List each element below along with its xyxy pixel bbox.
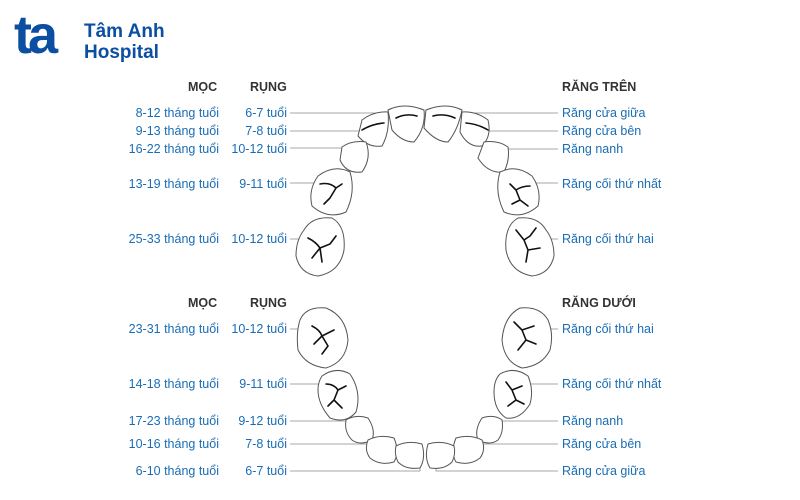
upper-erupt-label: 25-33 tháng tuổi	[128, 232, 219, 246]
upper-shed-label: 10-12 tuổi	[231, 232, 287, 246]
lower-shed-label: 7-8 tuổi	[245, 437, 287, 451]
lower-heading: RĂNG DƯỚI	[562, 296, 636, 310]
upper-second-molar-right	[505, 217, 555, 277]
lower-lateral-incisor-right	[452, 435, 485, 464]
lower-second-molar-left	[296, 307, 349, 369]
logo-name: Tâm Anh	[84, 21, 165, 42]
lower-erupt-label: 6-10 tháng tuổi	[135, 464, 219, 478]
upper-erupt-label: 9-13 tháng tuổi	[135, 124, 219, 138]
lower-canine-right	[476, 415, 503, 444]
lower-shed-label: 6-7 tuổi	[245, 464, 287, 478]
upper-shed-label: 6-7 tuổi	[245, 106, 287, 120]
upper-shed-label: 9-11 tuổi	[239, 177, 287, 191]
upper-shed-label: 7-8 tuổi	[245, 124, 287, 138]
lower-tooth-label: Răng cối thứ nhất	[562, 377, 662, 391]
upper-erupt-label: 8-12 tháng tuổi	[135, 106, 219, 120]
lower-shed-label: 10-12 tuổi	[231, 322, 287, 336]
upper-first-molar-right	[497, 168, 540, 216]
upper-heading: RĂNG TRÊN	[562, 80, 637, 94]
logo-subname: Hospital	[84, 42, 159, 63]
upper-central-incisor-left	[387, 105, 425, 143]
lower-lateral-incisor-left	[365, 435, 398, 464]
lower-second-molar-right	[501, 307, 553, 369]
upper-lateral-incisor-right	[459, 111, 490, 147]
lower-arch	[296, 307, 553, 469]
lower-first-molar-right	[493, 370, 533, 419]
upper-first-molar-left	[310, 168, 353, 216]
upper-canine-right	[477, 141, 509, 173]
upper-central-incisor-right	[423, 105, 463, 143]
upper-tooth-label: Răng cối thứ hai	[562, 232, 654, 246]
upper-tooth-label: Răng cối thứ nhất	[562, 177, 662, 191]
upper-erupt-label: 16-22 tháng tuổi	[128, 142, 219, 156]
upper-erupt-label: 13-19 tháng tuổi	[128, 177, 219, 191]
lower-tooth-label: Răng cửa giữa	[562, 464, 646, 478]
upper-canine-left	[339, 141, 369, 173]
upper-col-shed-header: RỤNG	[250, 80, 287, 94]
upper-tooth-label: Răng cửa giữa	[562, 106, 646, 120]
lower-tooth-label: Răng nanh	[562, 414, 624, 428]
lower-first-molar-left	[317, 370, 359, 421]
upper-arch	[295, 105, 555, 277]
upper-tooth-label: Răng cửa bên	[562, 124, 642, 138]
lower-erupt-label: 23-31 tháng tuổi	[128, 322, 219, 336]
lower-erupt-label: 10-16 tháng tuổi	[128, 437, 219, 451]
hospital-logo: ta Tâm Anh Hospital	[14, 8, 174, 70]
lower-erupt-label: 17-23 tháng tuổi	[128, 414, 219, 428]
lower-tooth-label: Răng cối thứ hai	[562, 322, 654, 336]
lower-central-incisor-right	[425, 441, 456, 469]
logo-mark: ta	[14, 5, 58, 65]
lower-central-incisor-left	[394, 441, 425, 469]
upper-tooth-label: Răng nanh	[562, 142, 624, 156]
lower-col-erupt-header: MỌC	[188, 296, 218, 310]
upper-second-molar-left	[295, 217, 345, 277]
lower-erupt-label: 14-18 tháng tuổi	[128, 377, 219, 391]
lower-shed-label: 9-12 tuổi	[238, 414, 287, 428]
lower-col-shed-header: RỤNG	[250, 296, 287, 310]
leader-lower-central-right	[435, 458, 558, 472]
upper-lateral-incisor-left	[357, 111, 389, 147]
lower-shed-label: 9-11 tuổi	[239, 377, 287, 391]
upper-col-erupt-header: MỌC	[188, 80, 218, 94]
upper-shed-label: 10-12 tuổi	[231, 142, 287, 156]
lower-tooth-label: Răng cửa bên	[562, 437, 642, 451]
